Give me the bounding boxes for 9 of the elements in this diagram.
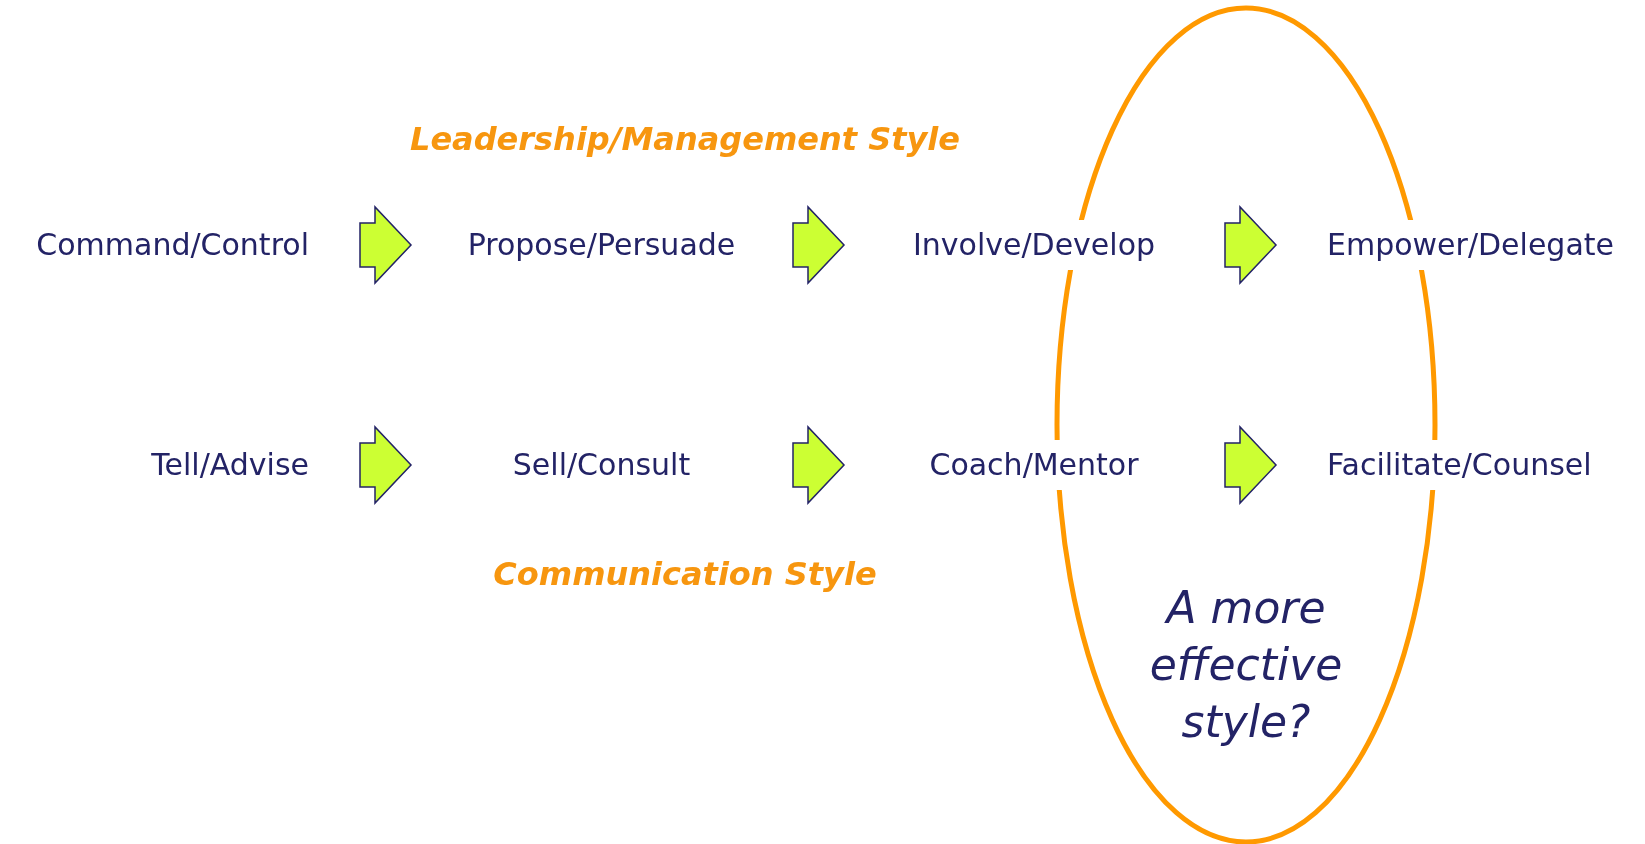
question-text: A more effective style? — [1148, 581, 1344, 749]
row-heading: Communication Style — [493, 555, 877, 593]
block-arrow — [792, 205, 846, 285]
block-arrow — [1224, 425, 1278, 505]
block-arrow — [359, 425, 413, 505]
block-arrow — [792, 425, 846, 505]
row-heading: Leadership/Management Style — [410, 120, 960, 158]
block-arrow — [359, 205, 413, 285]
block-arrow — [1224, 205, 1278, 285]
